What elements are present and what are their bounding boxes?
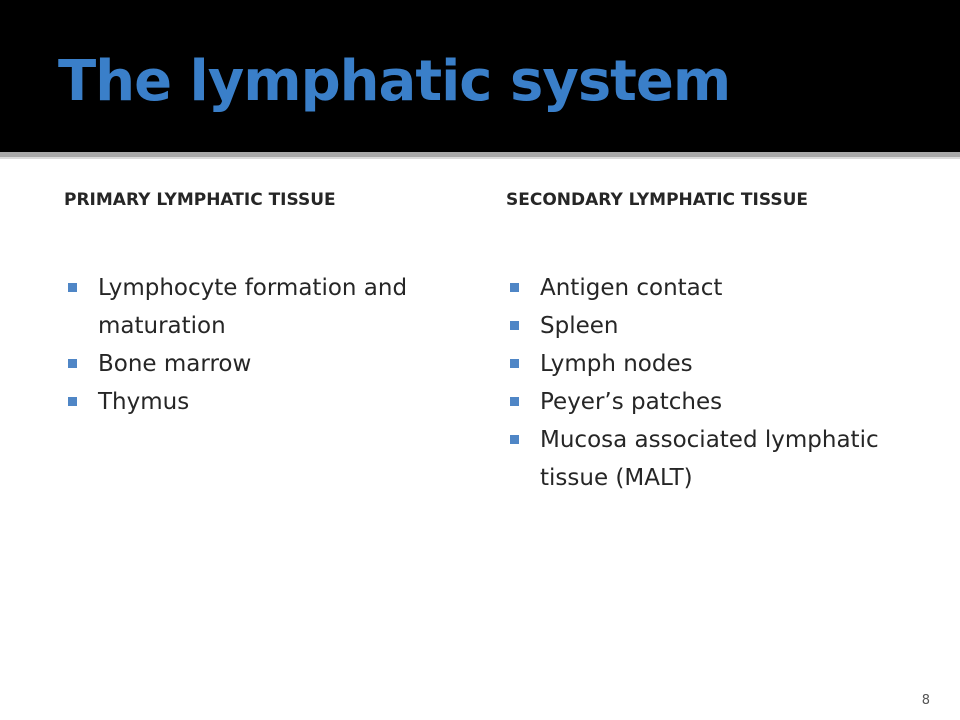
left-column: PRIMARY LYMPHATIC TISSUE Lymphocyte form… bbox=[64, 190, 444, 415]
square-bullet-icon bbox=[68, 359, 77, 368]
list-item: Peyer’s patches bbox=[506, 383, 880, 421]
slide-title: The lymphatic system bbox=[58, 49, 731, 114]
list-item: Lymphocyte formation and maturation bbox=[64, 269, 438, 345]
list-item-text: Lymphocyte formation and maturation bbox=[98, 275, 408, 339]
list-item: Antigen contact bbox=[506, 269, 880, 307]
list-item: Thymus bbox=[64, 383, 438, 421]
title-band: The lymphatic system bbox=[0, 0, 960, 152]
square-bullet-icon bbox=[68, 283, 77, 292]
square-bullet-icon bbox=[510, 435, 519, 444]
right-column: SECONDARY LYMPHATIC TISSUE Antigen conta… bbox=[506, 190, 906, 491]
list-item-text: Antigen contact bbox=[540, 275, 723, 301]
title-divider-highlight bbox=[0, 157, 960, 159]
list-item-text: Mucosa associated lymphatic tissue (MALT… bbox=[540, 427, 879, 491]
square-bullet-icon bbox=[510, 359, 519, 368]
list-item-text: Peyer’s patches bbox=[540, 389, 723, 415]
left-bullet-list: Lymphocyte formation and maturation Bone… bbox=[64, 269, 438, 421]
list-item-text: Spleen bbox=[540, 313, 619, 339]
left-column-heading: PRIMARY LYMPHATIC TISSUE bbox=[64, 190, 336, 210]
list-item-text: Lymph nodes bbox=[540, 351, 693, 377]
right-bullet-list: Antigen contact Spleen Lymph nodes Peyer… bbox=[506, 269, 880, 497]
square-bullet-icon bbox=[68, 397, 77, 406]
list-item: Spleen bbox=[506, 307, 880, 345]
square-bullet-icon bbox=[510, 321, 519, 330]
right-column-heading: SECONDARY LYMPHATIC TISSUE bbox=[506, 190, 808, 210]
list-item: Bone marrow bbox=[64, 345, 438, 383]
list-item: Mucosa associated lymphatic tissue (MALT… bbox=[506, 421, 880, 497]
page-number: 8 bbox=[921, 693, 930, 708]
title-divider bbox=[0, 152, 960, 157]
list-item-text: Thymus bbox=[98, 389, 190, 415]
list-item-text: Bone marrow bbox=[98, 351, 252, 377]
list-item: Lymph nodes bbox=[506, 345, 880, 383]
square-bullet-icon bbox=[510, 283, 519, 292]
square-bullet-icon bbox=[510, 397, 519, 406]
